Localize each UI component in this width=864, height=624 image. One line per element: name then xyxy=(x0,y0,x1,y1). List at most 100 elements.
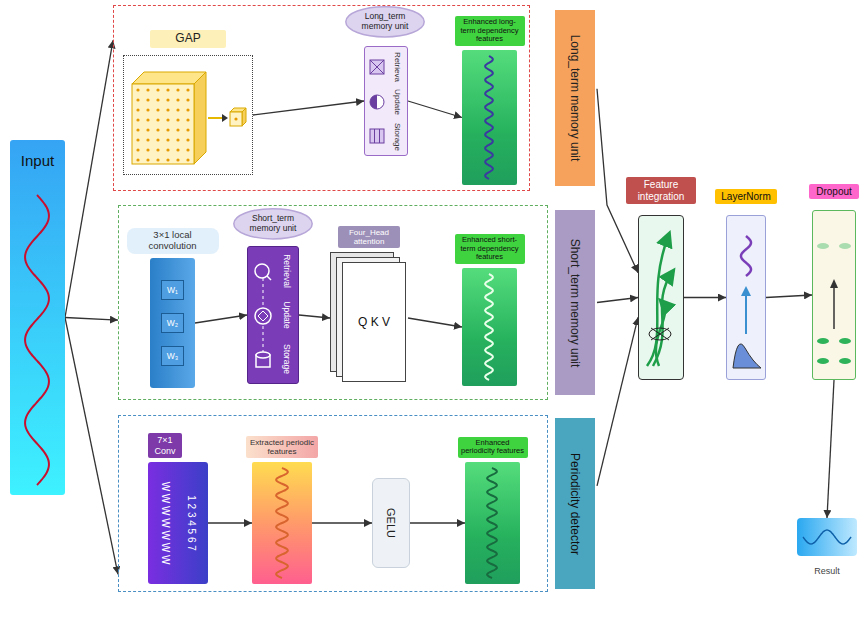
dropout-arrowhead xyxy=(830,279,838,288)
diagram-node: LayerNorm xyxy=(726,215,766,380)
flow-arrow xyxy=(65,318,118,575)
neuron xyxy=(817,338,829,344)
update-icon xyxy=(255,308,271,324)
grid-dot xyxy=(136,118,139,121)
cube-side xyxy=(194,72,206,164)
diagram-node: 3×1 local convolutionW₁W₂W₃ xyxy=(150,258,195,388)
diagram-node: Feature integration xyxy=(638,215,684,380)
grid-dot xyxy=(136,128,139,131)
node-label: Long_term memory unit xyxy=(345,6,425,38)
text-slot: Update xyxy=(278,294,296,336)
grid-dot xyxy=(176,158,179,161)
neuron xyxy=(839,358,851,364)
text-slot: Short_term memory unit xyxy=(555,210,595,395)
rotated-label: Storage xyxy=(282,344,292,374)
diagram-node: Enhanced long-term dependency features xyxy=(462,50,517,185)
ellipse-outline xyxy=(234,209,312,239)
dropout-figure xyxy=(813,211,855,379)
rotated-label: Retrieva xyxy=(393,52,402,82)
diagram-node: 7×1 ConvW W W W W W W1 2 3 4 5 6 7 xyxy=(148,462,208,584)
norm-arrow xyxy=(745,294,747,334)
grid-dot xyxy=(166,98,169,101)
cube-front xyxy=(132,84,194,164)
text-slot: Long_term memory unit xyxy=(555,10,595,186)
text-slot: W W W W W W W xyxy=(154,462,176,584)
distribution xyxy=(733,344,761,368)
grid-dot xyxy=(156,88,159,91)
node-label: W₂ xyxy=(161,313,184,333)
grid-dot xyxy=(186,108,189,111)
rotated-label: Update xyxy=(282,301,292,328)
node-label: Enhanced periodicity features xyxy=(458,437,528,458)
grid-dot xyxy=(136,108,139,111)
node-label: Result xyxy=(814,566,840,576)
norm-figure xyxy=(727,216,765,379)
diagram-node: Input xyxy=(10,140,65,495)
grid-dot xyxy=(146,128,149,131)
grid-dot xyxy=(186,118,189,121)
grid-dot xyxy=(146,108,149,111)
flow-arrow xyxy=(684,297,726,298)
grid-dot xyxy=(186,158,189,161)
diagram-node: RetrievalUpdateStorage xyxy=(247,246,299,384)
node-label: Enhanced short-term dependency features xyxy=(455,234,525,264)
integration-arrows xyxy=(639,216,682,378)
grid-dot xyxy=(156,108,159,111)
node-label: Input xyxy=(10,140,65,169)
grid-dot xyxy=(166,138,169,141)
grid-dot xyxy=(136,88,139,91)
grid-dot xyxy=(156,128,159,131)
text-slot: Update xyxy=(389,85,405,119)
fusion-cross xyxy=(651,328,669,340)
grid-dot xyxy=(146,158,149,161)
update-fill xyxy=(370,95,377,109)
neuron xyxy=(817,243,829,249)
diagram-node: Four_Head attentionQ K V xyxy=(330,252,408,384)
storage-bars xyxy=(375,129,380,143)
grid-dot xyxy=(136,98,139,101)
flow-arrow xyxy=(65,318,118,321)
node-label: Feature integration xyxy=(626,177,696,204)
grid-dot xyxy=(176,128,179,131)
grid-dot xyxy=(156,158,159,161)
diagram-node: Short_term memory unit xyxy=(233,208,313,240)
update-diamond xyxy=(258,311,268,321)
grid-dot xyxy=(176,108,179,111)
rotated-label: Long_term memory unit xyxy=(568,35,582,162)
rotated-label: Short_term memory unit xyxy=(568,238,582,367)
norm-arrowhead xyxy=(741,286,751,296)
grid-dot xyxy=(186,138,189,141)
grid-dot xyxy=(146,138,149,141)
node-label: W₁ xyxy=(161,280,184,300)
cube-top xyxy=(132,72,206,84)
wave-line xyxy=(25,195,49,485)
pool-arrow xyxy=(208,117,222,119)
rotated-label: Update xyxy=(393,89,402,115)
node-label: Extracted periodic features xyxy=(246,436,318,458)
neuron xyxy=(839,338,851,344)
flow-arrow xyxy=(312,522,372,523)
grid-dot xyxy=(166,128,169,131)
rotated-label: Storage xyxy=(393,123,402,151)
ellipse-outline xyxy=(346,7,424,37)
diagram-node: GAP xyxy=(123,55,253,175)
rotated-label: Retrieval xyxy=(282,254,292,288)
flow-arrow xyxy=(410,522,465,523)
node-label: 3×1 local convolution xyxy=(127,228,219,254)
diagram-node: Enhanced short-term dependency features xyxy=(462,268,517,386)
grid-dot xyxy=(156,138,159,141)
flow-arrow xyxy=(827,380,834,518)
grid-dot xyxy=(146,148,149,151)
grid-dot xyxy=(156,148,159,151)
grid-dot xyxy=(146,118,149,121)
grid-dot xyxy=(186,148,189,151)
text-slot: Retrieva xyxy=(389,50,405,84)
neuron xyxy=(817,358,829,364)
neuron xyxy=(839,243,851,249)
retrieval-cross xyxy=(370,60,384,74)
grid-dot xyxy=(136,158,139,161)
diagram-node: Long_term memory unit xyxy=(345,6,425,38)
flow-arrow xyxy=(253,101,364,115)
diagram-node: Periodicity detector7×1 ConvW W W W W W … xyxy=(118,415,597,592)
small-cube-side xyxy=(242,108,246,126)
